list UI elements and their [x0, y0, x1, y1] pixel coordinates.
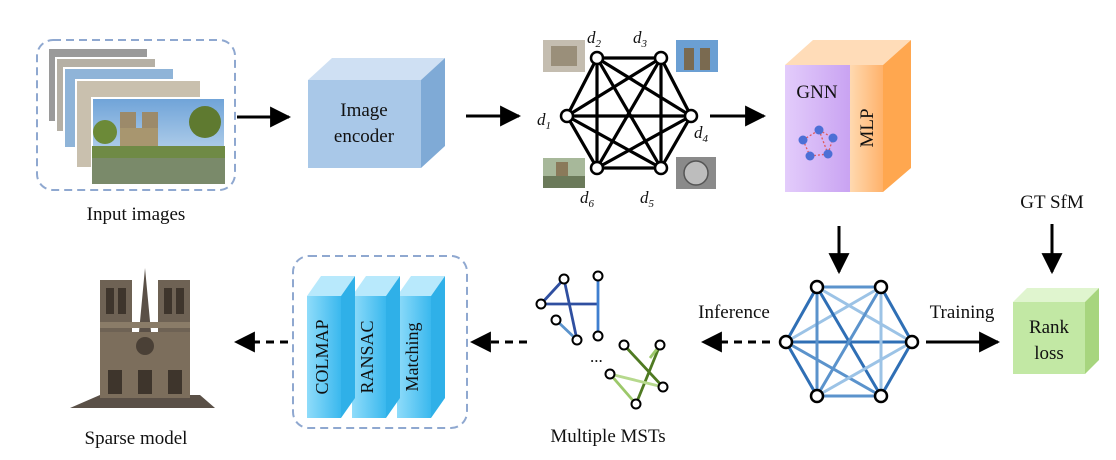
node-d1: [559, 108, 575, 124]
input-images-label: Input images: [87, 204, 186, 225]
gnn-label: GNN: [796, 82, 837, 103]
graph-edges: [565, 56, 693, 170]
graph-nodes: [559, 50, 699, 176]
node-d5: [653, 160, 669, 176]
sparse-model: Sparse model: [70, 268, 215, 449]
node-d6: [589, 160, 605, 176]
image-stack: [47, 47, 226, 185]
image-encoder-label-line2: encoder: [334, 126, 395, 147]
image-encoder-block: Image encoder: [308, 58, 445, 168]
thumb-d3: [676, 40, 718, 72]
label-d6: d6: [580, 188, 595, 210]
input-images-frame: [36, 39, 236, 191]
label-d5: d5: [640, 188, 655, 210]
scored-graph-edges: [784, 285, 914, 398]
rank-loss-label-line2: loss: [1034, 343, 1064, 364]
descriptor-graph: d1 d2 d3 d4 d5 d6: [537, 28, 718, 210]
gt-sfm-label: GT SfM: [1020, 192, 1084, 213]
scored-graph-nodes: [778, 279, 920, 404]
node-d2: [589, 50, 605, 66]
label-d3: d3: [633, 28, 648, 50]
ransac-label: RANSAC: [357, 320, 377, 393]
multiple-msts-label: Multiple MSTs: [550, 426, 665, 447]
sparse-model-label: Sparse model: [85, 428, 188, 449]
reconstruction-pipeline: Matching RANSAC COLMAP: [292, 255, 468, 429]
mst-ellipsis: ...: [590, 347, 603, 366]
scored-graph: [778, 279, 920, 404]
mlp-label: MLP: [857, 108, 878, 147]
node-d3: [653, 50, 669, 66]
colmap-label: COLMAP: [312, 319, 332, 394]
label-d2: d2: [587, 28, 602, 50]
mst-green: [604, 339, 669, 410]
input-images-group: Input images: [36, 39, 236, 225]
image-encoder-label-line1: Image: [340, 100, 387, 121]
thumb-d2: [543, 40, 585, 72]
inference-label: Inference: [698, 302, 770, 323]
node-thumbnails: [543, 40, 718, 189]
ransac-block: RANSAC: [352, 276, 400, 418]
rank-loss-label-line1: Rank: [1029, 317, 1070, 338]
mst-blue: [535, 270, 604, 346]
notre-dame-photo: [91, 97, 226, 185]
gnn-mlp-block: GNN MLP: [785, 40, 911, 192]
matching-label: Matching: [402, 323, 422, 392]
node-d4: [683, 108, 699, 124]
matching-block: Matching: [397, 276, 445, 418]
label-d4: d4: [694, 123, 709, 145]
colmap-block: COLMAP: [307, 276, 355, 418]
gnn-graph-icon: [798, 125, 838, 161]
thumb-d4: [676, 157, 716, 189]
pipeline-frame: [292, 255, 468, 429]
multiple-msts: ... Multiple MSTs: [535, 270, 669, 447]
rank-loss-block: Rank loss: [1013, 288, 1099, 374]
training-label: Training: [930, 302, 995, 323]
label-d1: d1: [537, 110, 551, 132]
thumb-d6: [543, 158, 585, 188]
cathedral-point-cloud: [70, 268, 215, 408]
